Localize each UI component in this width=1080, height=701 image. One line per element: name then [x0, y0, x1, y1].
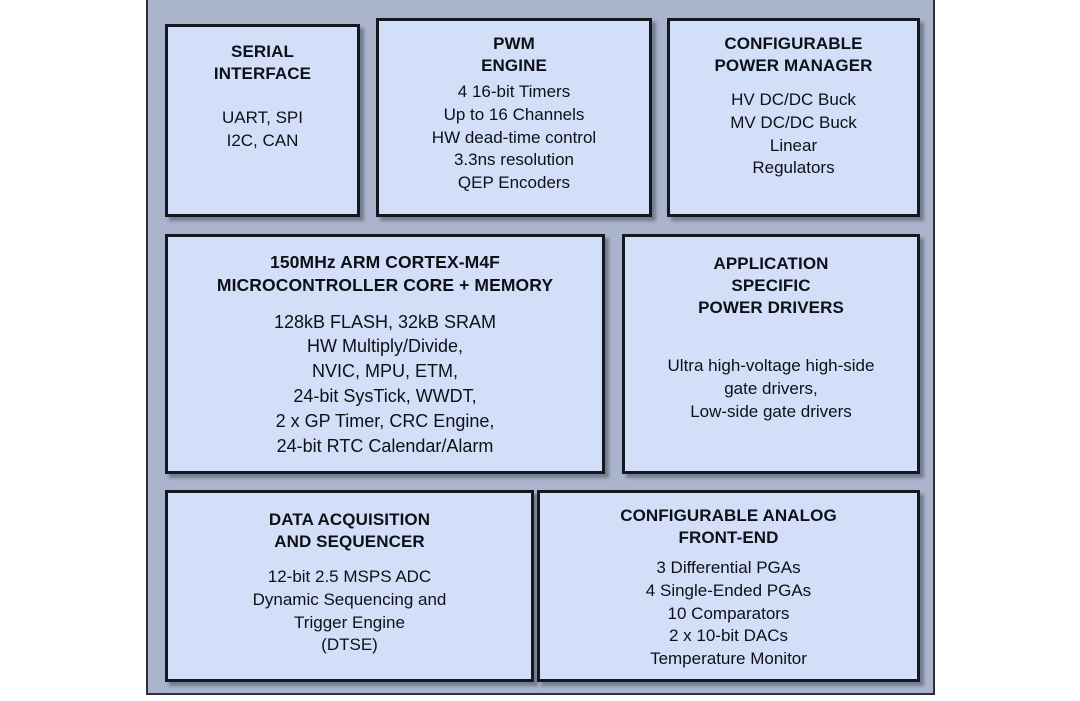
block-pwm-engine-body: 4 16-bit Timers Up to 16 Channels HW dea…: [431, 82, 597, 193]
block-serial-interface-body: UART, SPI I2C, CAN: [222, 108, 303, 150]
block-serial-interface: SERIAL INTERFACE UART, SPI I2C, CAN: [165, 24, 360, 217]
block-configurable-power-manager-body: HV DC/DC Buck MV DC/DC Buck Linear Regul…: [730, 90, 857, 178]
block-application-specific-power-drivers-body: Ultra high-voltage high-side gate driver…: [667, 356, 875, 421]
block-application-specific-power-drivers: APPLICATION SPECIFIC POWER DRIVERS Ultra…: [622, 234, 920, 474]
block-data-acquisition-and-sequencer-body: 12-bit 2.5 MSPS ADC Dynamic Sequencing a…: [252, 567, 447, 655]
block-microcontroller-core: 150MHz ARM CORTEX-M4F MICROCONTROLLER CO…: [165, 234, 605, 474]
block-configurable-analog-front-end-title: CONFIGURABLE ANALOG FRONT-END: [620, 506, 837, 548]
block-configurable-power-manager-title: CONFIGURABLE POWER MANAGER: [714, 34, 873, 76]
block-configurable-analog-front-end-body: 3 Differential PGAs 4 Single-Ended PGAs …: [645, 558, 812, 669]
block-data-acquisition-and-sequencer: DATA ACQUISITION AND SEQUENCER 12-bit 2.…: [165, 490, 534, 682]
block-serial-interface-title: SERIAL INTERFACE: [213, 42, 312, 84]
block-application-specific-power-drivers-title: APPLICATION SPECIFIC POWER DRIVERS: [698, 254, 844, 318]
block-pwm-engine: PWM ENGINE 4 16-bit Timers Up to 16 Chan…: [376, 18, 652, 217]
block-microcontroller-core-title: 150MHz ARM CORTEX-M4F MICROCONTROLLER CO…: [216, 252, 554, 295]
block-configurable-analog-front-end: CONFIGURABLE ANALOG FRONT-END 3 Differen…: [537, 490, 920, 682]
soc-diagram-frame: SERIAL INTERFACE UART, SPI I2C, CAN PWM …: [146, 0, 935, 695]
block-data-acquisition-and-sequencer-title: DATA ACQUISITION AND SEQUENCER: [268, 510, 431, 552]
block-microcontroller-core-body: 128kB FLASH, 32kB SRAM HW Multiply/Divid…: [273, 311, 497, 456]
block-pwm-engine-title: PWM ENGINE: [481, 34, 547, 76]
block-configurable-power-manager: CONFIGURABLE POWER MANAGER HV DC/DC Buck…: [667, 18, 920, 217]
